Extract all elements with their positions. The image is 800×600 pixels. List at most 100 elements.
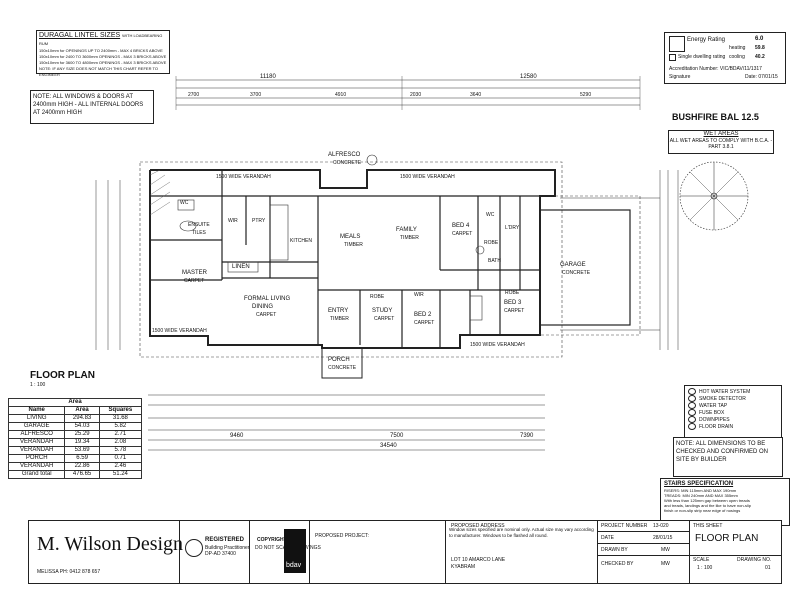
lintel-title: DURAGAL LINTEL SIZES: [39, 32, 121, 39]
dim-bottom-total: 34540: [380, 443, 397, 449]
lintel-sizes-box: DURAGAL LINTEL SIZES WITH LOADBEARING RU…: [36, 30, 170, 77]
room-kitchen: KITCHEN: [290, 238, 312, 244]
cell: 5.82: [98, 422, 143, 431]
verandah-label: 1500 WIDE VERANDAH: [216, 174, 271, 180]
verandah-label: 1500 WIDE VERANDAH: [470, 342, 525, 348]
energy-rating-label: Energy Rating: [687, 37, 726, 43]
cell: 19.34: [64, 438, 100, 447]
dim-bottom: 7390: [520, 433, 534, 439]
room-alfresco: ALFRESCO: [328, 152, 361, 158]
room-ensuite: ENSUITE: [188, 222, 210, 228]
drawing-number-label: DRAWING NO.: [737, 557, 772, 563]
drawing-number: 01: [765, 565, 771, 571]
cell: ALFRESCO: [7, 430, 66, 439]
legend-label: WATER TAP: [699, 402, 728, 409]
dim-top2: 3700: [250, 92, 262, 98]
room-alfresco-floor: CONCRETE: [333, 160, 362, 166]
legend-label: FLOOR DRAIN: [699, 423, 734, 430]
stairs-line: and treads, landings and the like to hav…: [664, 503, 751, 508]
dim-bottom: 7500: [390, 433, 404, 439]
date-value: 28/01/15: [653, 535, 673, 541]
cell: 53.69: [64, 446, 100, 455]
stairs-line: finish or non-slip strip near edge of no…: [664, 508, 741, 513]
designer-phone: MELISSA PH: 0412 878 657: [37, 569, 101, 575]
room-porch-floor: CONCRETE: [328, 365, 357, 371]
lintel-line: NOTE: IF ANY SIZE DOES NOT MATCH THIS CH…: [39, 66, 158, 77]
scale-label: SCALE: [693, 557, 710, 563]
cell: PORCH: [7, 454, 66, 463]
room-bed3: BED 3: [504, 300, 522, 306]
cell: 5.78: [98, 446, 143, 455]
cell: 2.46: [98, 462, 143, 471]
stairs-title: STAIRS SPECIFICATION: [664, 481, 734, 487]
divider: [597, 543, 689, 544]
cell: 6.59: [64, 454, 100, 463]
floor-drain-icon: [688, 423, 696, 430]
area-table-title: Area: [8, 398, 142, 407]
legend-label: DOWNPIPES: [699, 416, 730, 423]
drawn-by: MW: [661, 547, 670, 553]
cooling-value: 40.2: [755, 54, 765, 60]
room-pantry: PTRY: [252, 218, 266, 224]
energy-date: Date: 07/01/15: [745, 74, 778, 80]
legend-item: FUSE BOX: [688, 409, 778, 416]
signature-label: Signature: [669, 74, 691, 80]
area-table-header: Name: [7, 406, 66, 415]
divider: [309, 521, 310, 583]
room-family-floor: TIMBER: [400, 235, 419, 241]
cell: 294.83: [64, 414, 100, 423]
wet-areas-title: WET AREAS: [703, 131, 739, 137]
windows-doors-note: NOTE: ALL WINDOWS & DOORS AT 2400mm HIGH…: [30, 90, 154, 124]
area-table-header: Squares: [98, 406, 143, 415]
room-formal-floor: CARPET: [256, 312, 277, 318]
north-compass-icon: [679, 161, 749, 231]
dim-top2: 3640: [470, 92, 482, 98]
cell: 0.71: [98, 454, 143, 463]
energy-rating-box: Energy Rating 6.0 heating 59.8 Single dw…: [664, 32, 786, 84]
dim-bottom: 9460: [230, 433, 244, 439]
room-master: MASTER: [182, 270, 208, 276]
dimensions-note: NOTE: ALL DIMENSIONS TO BE CHECKED AND C…: [673, 437, 783, 477]
dim-top2: 2700: [188, 92, 200, 98]
room-ensuite-floor: TILES: [192, 230, 206, 236]
symbol-legend: HOT WATER SYSTEM SMOKE DETECTOR WATER TA…: [684, 385, 782, 439]
room-study-floor: CARPET: [374, 316, 395, 322]
project-number: 13-020: [653, 523, 669, 529]
room-entry-floor: TIMBER: [330, 316, 349, 322]
sheet-title-label: THIS SHEET: [693, 523, 723, 529]
room-wc2: WC: [486, 212, 495, 218]
checkbox-icon: [669, 54, 676, 61]
divider: [689, 521, 690, 583]
title-block: M. Wilson Design MELISSA PH: 0412 878 65…: [28, 520, 782, 584]
registered-label: REGISTERED: [205, 537, 245, 543]
floor-plan-title: FLOOR PLAN: [30, 370, 95, 381]
scale-value: 1 : 100: [697, 565, 713, 571]
divider: [689, 555, 781, 556]
divider: [179, 521, 180, 583]
bdav-logo-text: bdav: [286, 562, 302, 569]
wet-areas-box: WET AREAS ALL WET AREAS TO COMPLY WITH B…: [668, 130, 774, 154]
proposed-address-label: PROPOSED ADDRESS: [451, 523, 505, 529]
room-garage-floor: CONCRETE: [562, 270, 591, 276]
dim-top2: 2030: [410, 92, 422, 98]
lintel-line: 150x10mm for OPENINGS UP TO 2400mm - MAX…: [39, 48, 163, 53]
cell: GARAGE: [7, 422, 66, 431]
cell: 51.24: [98, 470, 143, 479]
heating-value: 59.8: [755, 45, 765, 51]
cell: Grand total: [7, 470, 66, 479]
area-table-header: Area: [64, 406, 100, 415]
room-bed3-floor: CARPET: [504, 308, 525, 314]
legend-label: HOT WATER SYSTEM: [699, 388, 751, 395]
room-laundry: L'DRY: [505, 225, 520, 231]
room-bed2: BED 2: [414, 312, 432, 318]
copyright-label: COPYRIGHT: [257, 537, 287, 543]
window-size-note: Window sizes specified are nominal only.…: [449, 527, 594, 538]
legend-label: FUSE BOX: [699, 409, 725, 416]
lot-address: LOT 10 AMARCO LANE: [451, 557, 506, 563]
